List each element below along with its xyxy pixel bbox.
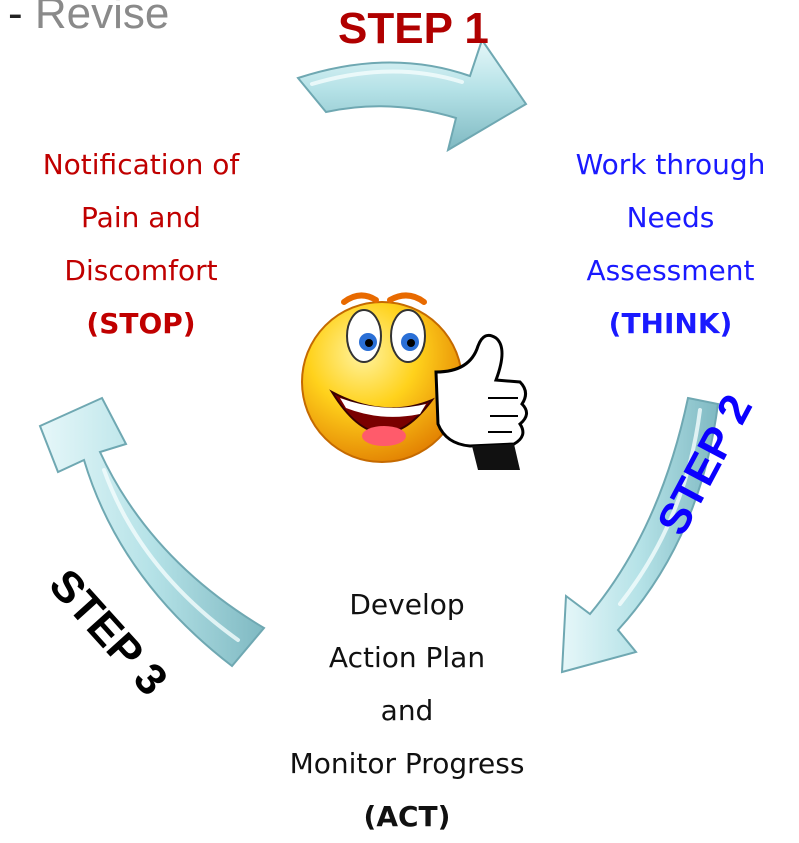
header-revise: Revise	[34, 0, 170, 38]
stop-line-1: Notification of	[42, 148, 240, 181]
think-line-2: Needs	[626, 201, 715, 234]
stop-key: (STOP)	[86, 307, 196, 340]
step2-arrow	[560, 396, 720, 674]
act-line-1: Develop	[349, 588, 465, 621]
stop-line-2: Pain and	[81, 201, 201, 234]
step3-arrow	[38, 396, 266, 668]
thumbs-up-smiley-icon	[301, 292, 528, 470]
think-line-1: Work through	[575, 148, 766, 181]
act-node: Develop Action Plan and Monitor Progress…	[232, 578, 582, 843]
header-dash: -	[8, 0, 23, 38]
act-line-3: and	[380, 694, 434, 727]
think-node: Work through Needs Assessment (THINK)	[542, 138, 799, 350]
act-line-4: Monitor Progress	[289, 747, 525, 780]
think-line-3: Assessment	[586, 254, 755, 287]
act-line-2: Action Plan	[328, 641, 486, 674]
act-key: (ACT)	[363, 800, 451, 833]
revise-header: - Revise	[8, 0, 169, 42]
step1-label: STEP 1	[338, 4, 489, 53]
stop-line-3: Discomfort	[64, 254, 218, 287]
stop-node: Notification of Pain and Discomfort (STO…	[0, 138, 282, 350]
think-key: (THINK)	[608, 307, 733, 340]
step1-arrow	[296, 37, 528, 153]
